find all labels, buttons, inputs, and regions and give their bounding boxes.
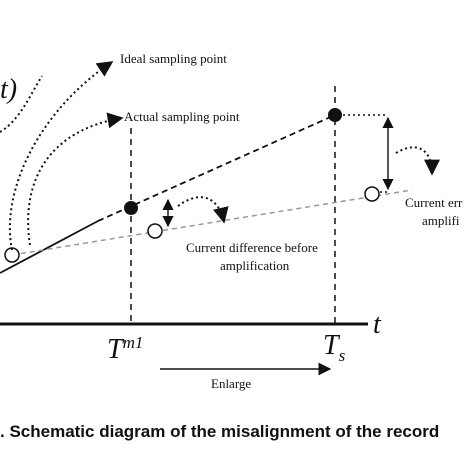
figure-caption: . Schematic diagram of the misalignment …	[0, 422, 439, 441]
current-error-label-line2: amplifi	[422, 213, 460, 228]
top-left-callout-arrow	[0, 75, 43, 133]
actual-point-tm1	[147, 223, 163, 239]
current-error-label-line1: Current err	[405, 195, 463, 210]
start-open-point	[4, 247, 20, 263]
tm1-label: Tm1	[107, 333, 143, 365]
ideal-dashed-line	[97, 114, 336, 222]
ts-label: Ts	[323, 330, 346, 365]
actual-dashed-line	[11, 189, 413, 256]
tm1-superscript: m1	[123, 333, 144, 352]
ts-base: T	[323, 330, 341, 361]
ideal-sampling-label: Ideal sampling point	[120, 51, 227, 66]
enlarge-label: Enlarge	[211, 376, 251, 391]
solid-ramp-line	[0, 220, 99, 274]
difference-callout-arrow	[177, 196, 229, 224]
current-difference-label-line2: amplification	[220, 258, 290, 273]
ideal-point-ts	[328, 108, 342, 122]
axis-t-label: t	[373, 309, 382, 340]
ideal-point-tm1	[124, 201, 138, 215]
actual-point-ts	[364, 186, 380, 202]
error-callout-arrow	[395, 146, 440, 176]
ts-subscript: s	[339, 346, 346, 365]
current-difference-label-line1: Current difference before	[186, 240, 318, 255]
top-left-fragment: t)	[0, 74, 17, 105]
actual-sampling-label: Actual sampling point	[124, 109, 240, 124]
tm1-base: T	[107, 334, 125, 365]
actual-callout-arrow	[27, 112, 124, 246]
